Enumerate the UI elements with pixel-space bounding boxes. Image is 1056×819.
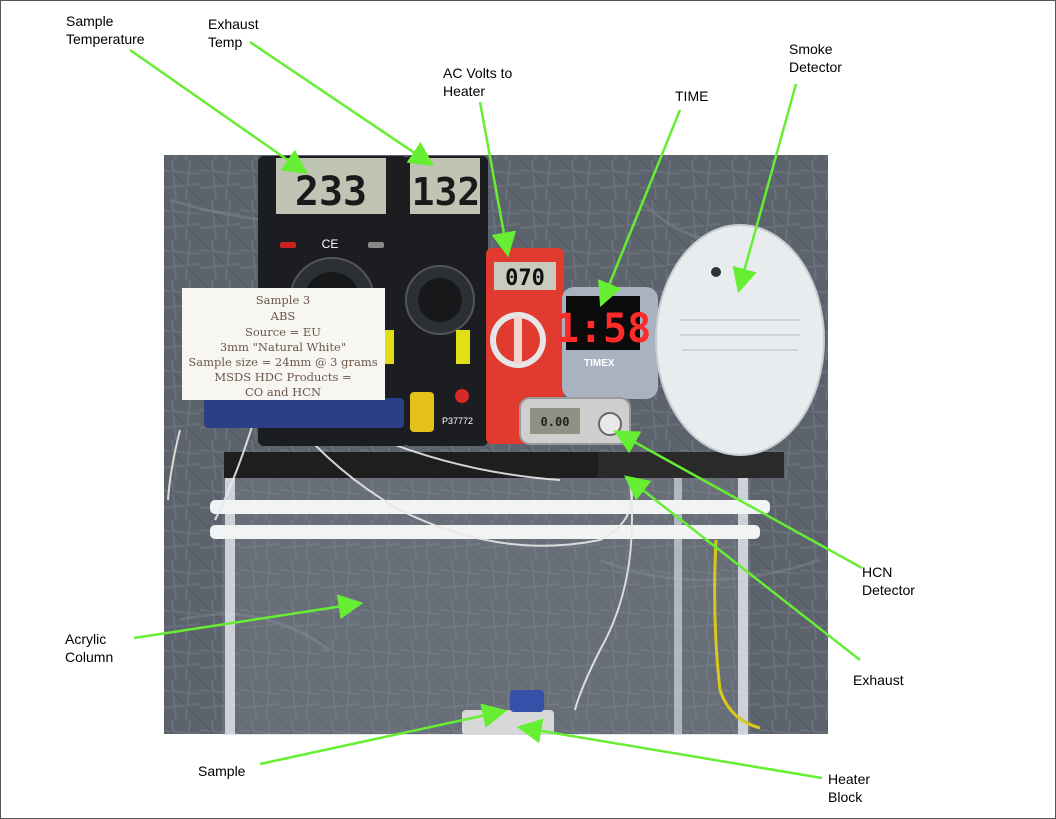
sample-label-card	[182, 288, 385, 400]
meter1-reading: 233	[295, 169, 367, 215]
label-ac-volts: AC Volts to Heater	[443, 65, 513, 99]
arrow-hcn-detector	[613, 430, 863, 570]
hcn-detector-device: 0.00	[519, 397, 631, 445]
label-sample-temperature: Sample Temperature	[66, 13, 145, 47]
smoke-detector-device	[655, 224, 825, 456]
ac-volt-meter: 070	[486, 248, 564, 444]
hcn-reading: 0.00	[541, 415, 570, 429]
volt-meter-reading: 070	[505, 266, 545, 291]
arrow-sample	[259, 703, 508, 766]
card-line-7: CO and HCN	[245, 385, 321, 399]
arrow-exhaust	[624, 475, 861, 661]
card-line-1: Sample 3	[256, 293, 310, 307]
arrow-ac-volts	[478, 101, 517, 258]
label-hcn-detector: HCN Detector	[862, 564, 915, 598]
card-line-4: 3mm "Natural White"	[220, 340, 346, 354]
label-smoke-detector: Smoke Detector	[789, 41, 842, 75]
clock-brand: TIMEX	[584, 358, 615, 369]
card-line-5: Sample size = 24mm @ 3 grams	[188, 355, 377, 369]
label-sample: Sample	[198, 763, 246, 779]
svg-text:CE: CE	[322, 237, 339, 251]
multimeter-2: 132 P37772	[404, 156, 488, 446]
card-line-2: ABS	[270, 309, 296, 323]
meter2-model: P37772	[442, 416, 473, 426]
arrow-sample-temperature	[129, 48, 309, 175]
yellow-cable	[713, 539, 761, 730]
label-time: TIME	[675, 88, 709, 104]
card-line-3: Source = EU	[245, 325, 321, 339]
card-line-6: MSDS HDC Products =	[214, 370, 351, 384]
label-heater-block: Heater Block	[828, 771, 871, 805]
label-exhaust-temp: Exhaust Temp	[208, 16, 259, 50]
meter2-reading: 132	[412, 170, 481, 214]
arrow-time	[597, 109, 682, 307]
label-acrylic-column: Acrylic Column	[65, 631, 114, 665]
arrow-exhaust-temp	[249, 40, 435, 167]
arrow-smoke-detector	[732, 83, 798, 294]
clock-time: 1:58	[555, 306, 651, 352]
arrow-heater-block	[516, 718, 823, 780]
label-exhaust: Exhaust	[853, 672, 904, 688]
blue-base	[204, 398, 404, 428]
arrow-acrylic-column	[133, 594, 364, 640]
